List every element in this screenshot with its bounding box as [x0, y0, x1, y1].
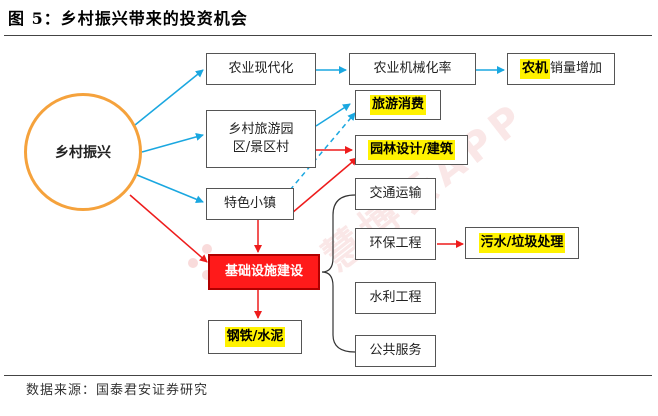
node-infra: 基础设施建设 [208, 254, 320, 290]
title-rule [4, 35, 652, 36]
node-agri-modern: 农业现代化 [206, 53, 316, 85]
arrow-center-to-modern [134, 69, 204, 126]
node-transport: 交通运输 [355, 178, 436, 210]
figure-title: 图 5：乡村振兴带来的投资机会 [8, 9, 248, 28]
garden-label: 园林设计/建筑 [368, 140, 455, 160]
node-tourism: 旅游消费 [355, 90, 441, 120]
rural-tour-line1: 乡村旅游园 [228, 122, 294, 137]
node-agri-sales: 农机销量增加 [507, 53, 615, 85]
arrow-tour-to-tourism [315, 103, 351, 127]
tourism-label: 旅游消费 [369, 95, 426, 115]
node-steel: 钢铁/水泥 [208, 320, 302, 354]
agri-sales-text: 销量增加 [550, 61, 603, 76]
source-note: 数据来源：国泰君安证券研究 [26, 383, 209, 398]
rural-tour-line2: 区/景区村 [232, 140, 290, 155]
node-agri-mech: 农业机械化率 [349, 53, 476, 85]
node-water: 水利工程 [355, 282, 436, 314]
node-sewage: 污水/垃圾处理 [465, 227, 579, 259]
arrow-center-to-town [136, 174, 204, 204]
steel-label: 钢铁/水泥 [224, 327, 286, 347]
node-town: 特色小镇 [206, 188, 294, 220]
arrow-town-to-tourism [289, 112, 356, 191]
arrow-center-to-infra [129, 194, 208, 263]
center-node: 乡村振兴 [24, 93, 142, 211]
node-env: 环保工程 [355, 228, 436, 260]
node-public: 公共服务 [355, 335, 436, 367]
node-garden: 园林设计/建筑 [355, 135, 468, 165]
arrow-center-to-tour [141, 133, 204, 153]
source-rule [4, 375, 652, 376]
sewage-label: 污水/垃圾处理 [478, 233, 566, 253]
node-rural-tour: 乡村旅游园 区/景区村 [206, 110, 316, 168]
arrow-town-to-garden [291, 157, 358, 214]
agri-sales-highlight: 农机 [519, 59, 550, 79]
infra-brace [321, 194, 356, 353]
